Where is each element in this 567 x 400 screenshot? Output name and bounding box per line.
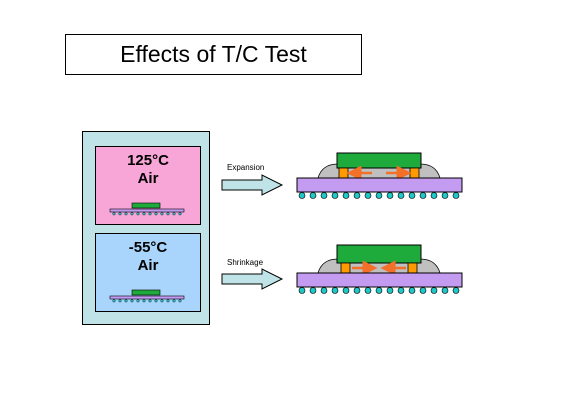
bump-right	[409, 167, 420, 179]
shrinkage-arrow	[221, 268, 284, 290]
mini-solder-balls	[112, 212, 182, 216]
hot-temperature-label: 125°C	[127, 152, 169, 169]
hot-mini-package	[109, 202, 185, 216]
cold-zone-panel: -55°C Air	[95, 233, 201, 312]
solder-balls	[298, 287, 460, 294]
bump-right	[407, 262, 418, 274]
expansion-label: Expansion	[227, 163, 265, 172]
thermal-chamber: 125°C Air -55°C Air	[82, 131, 210, 325]
die	[336, 244, 422, 264]
substrate	[296, 272, 463, 288]
expansion-arrow	[221, 174, 284, 196]
shrinkage-package	[296, 244, 463, 294]
mini-solder-balls	[112, 299, 182, 303]
slide-title: Effects of T/C Test	[65, 34, 362, 75]
solder-balls	[298, 192, 460, 199]
cold-mini-package	[109, 289, 185, 303]
expansion-package	[296, 152, 463, 199]
hot-environment-label: Air	[137, 170, 159, 187]
cold-temperature-label: -55°C	[128, 239, 168, 256]
mini-die	[131, 289, 161, 296]
bump-left	[338, 167, 349, 179]
mini-substrate	[109, 295, 185, 300]
cold-environment-label: Air	[137, 257, 159, 274]
mini-substrate	[109, 208, 185, 213]
hot-zone-panel: 125°C Air	[95, 146, 201, 225]
bump-left	[340, 262, 351, 274]
mini-die	[131, 202, 161, 209]
shrinkage-label: Shrinkage	[227, 258, 264, 267]
substrate	[296, 177, 463, 193]
die	[336, 152, 422, 169]
